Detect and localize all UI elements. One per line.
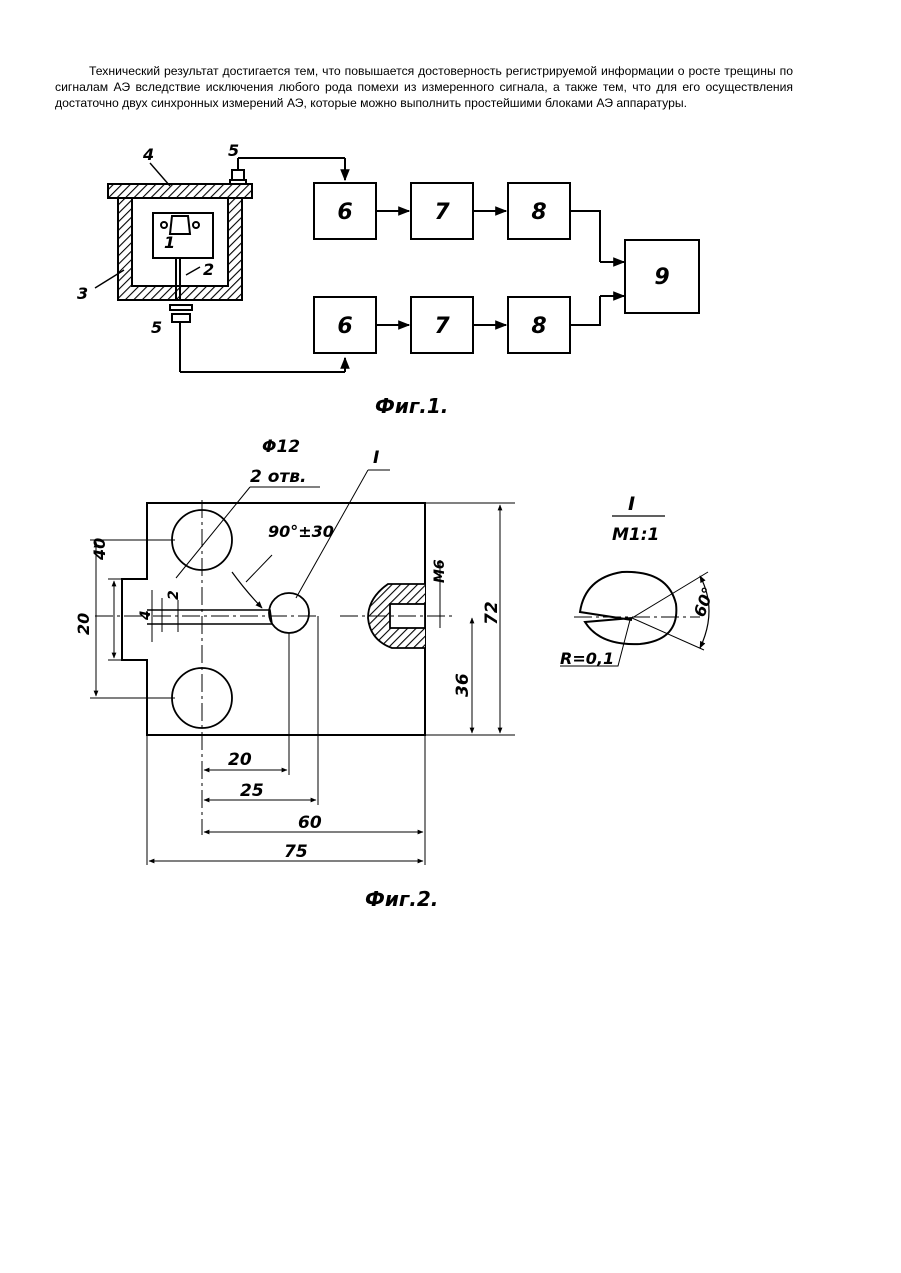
dim-2: 2: [166, 590, 182, 600]
block-6-top-label: 6: [337, 200, 352, 225]
detail-marker: I: [373, 448, 379, 468]
detail-circle: [269, 593, 309, 633]
block-8-top-label: 8: [531, 200, 546, 225]
fig1-label-3: 3: [77, 284, 88, 303]
block-chain-bottom: [314, 296, 624, 353]
dim-20v: 20: [74, 613, 93, 635]
fig1-label-5-bottom: 5: [151, 318, 162, 337]
detail-title: I: [628, 493, 635, 515]
block-8-bottom-label: 8: [531, 314, 546, 339]
housing: [95, 158, 345, 372]
dim-75: 75: [284, 842, 308, 862]
dim-60: 60: [298, 813, 322, 833]
block-9-label: 9: [654, 265, 669, 290]
dim-40: 40: [90, 538, 109, 561]
dim-72: 72: [482, 601, 502, 625]
figure-1: [95, 158, 699, 372]
detail-radius: R=0,1: [560, 649, 614, 668]
fig1-label-1: 1: [164, 233, 175, 252]
dim-20h: 20: [228, 750, 252, 770]
detail-scale: M1:1: [612, 525, 659, 545]
fig1-label-2: 2: [203, 260, 214, 279]
dim-25: 25: [240, 781, 264, 801]
hole-label-count: 2 отв.: [250, 467, 307, 487]
figure-1-caption: Фиг.1.: [375, 394, 448, 418]
dim-4: 4: [138, 610, 154, 621]
block-7-top-label: 7: [434, 200, 450, 225]
angle-label: 90°±30: [268, 522, 334, 541]
block-7-bottom-label: 7: [434, 314, 450, 339]
fig1-label-5-top: 5: [228, 141, 239, 160]
figure-2-caption: Фиг.2.: [365, 887, 438, 911]
hole-label-diameter: Φ12: [262, 437, 300, 457]
thread-label: M6: [432, 559, 448, 583]
block-chain-top: [314, 183, 624, 262]
block-6-bottom-label: 6: [337, 314, 352, 339]
dim-36: 36: [453, 673, 473, 697]
fig1-label-4: 4: [142, 145, 154, 164]
detail-angle: 60°: [690, 584, 718, 619]
